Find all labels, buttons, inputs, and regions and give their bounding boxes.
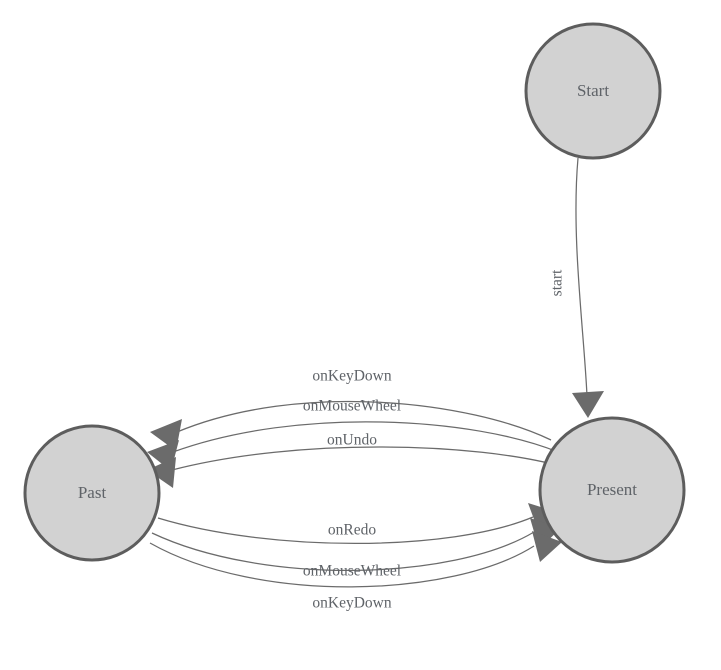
edge-start-present[interactable]: start: [549, 157, 604, 418]
edge-label-onkeydown-top: onKeyDown: [312, 368, 391, 385]
arrow-head-icon: [532, 531, 562, 562]
edge-label-onmousewheel-top: onMouseWheel: [303, 398, 401, 415]
node-past[interactable]: Past: [23, 424, 161, 562]
edge-line[interactable]: [171, 446, 561, 471]
node-present[interactable]: Present: [538, 416, 686, 564]
node-start-circle[interactable]: [524, 22, 662, 160]
edge-past-present-onredo[interactable]: onRedo: [157, 503, 560, 544]
edge-label-onkeydown-bottom: onKeyDown: [312, 595, 391, 612]
edge-line[interactable]: [151, 531, 535, 572]
node-past-label: Past: [78, 483, 107, 502]
edge-label-start: start: [549, 269, 566, 296]
edge-label-onundo: onUndo: [327, 432, 377, 449]
arrow-head-icon: [147, 457, 176, 488]
edge-past-present-onkeydown[interactable]: onKeyDown: [149, 531, 562, 612]
edge-line[interactable]: [176, 400, 552, 441]
node-present-circle[interactable]: [538, 416, 686, 564]
node-present-label: Present: [587, 480, 637, 499]
edge-line[interactable]: [149, 542, 535, 588]
node-start-label: Start: [577, 81, 609, 100]
edge-line[interactable]: [575, 157, 588, 397]
edge-present-past-onundo[interactable]: onUndo: [147, 432, 561, 488]
edge-line[interactable]: [157, 516, 534, 544]
nodes-layer: Start Present Past: [23, 22, 686, 564]
node-past-circle[interactable]: [23, 424, 161, 562]
arrow-head-icon: [572, 391, 604, 418]
node-start[interactable]: Start: [524, 22, 662, 160]
edges-layer: start onKeyDown onMouseWheel onUndo: [147, 157, 604, 612]
edge-label-onmousewheel-bottom: onMouseWheel: [303, 563, 401, 580]
edge-line[interactable]: [172, 421, 559, 453]
edge-label-onredo: onRedo: [328, 522, 376, 539]
